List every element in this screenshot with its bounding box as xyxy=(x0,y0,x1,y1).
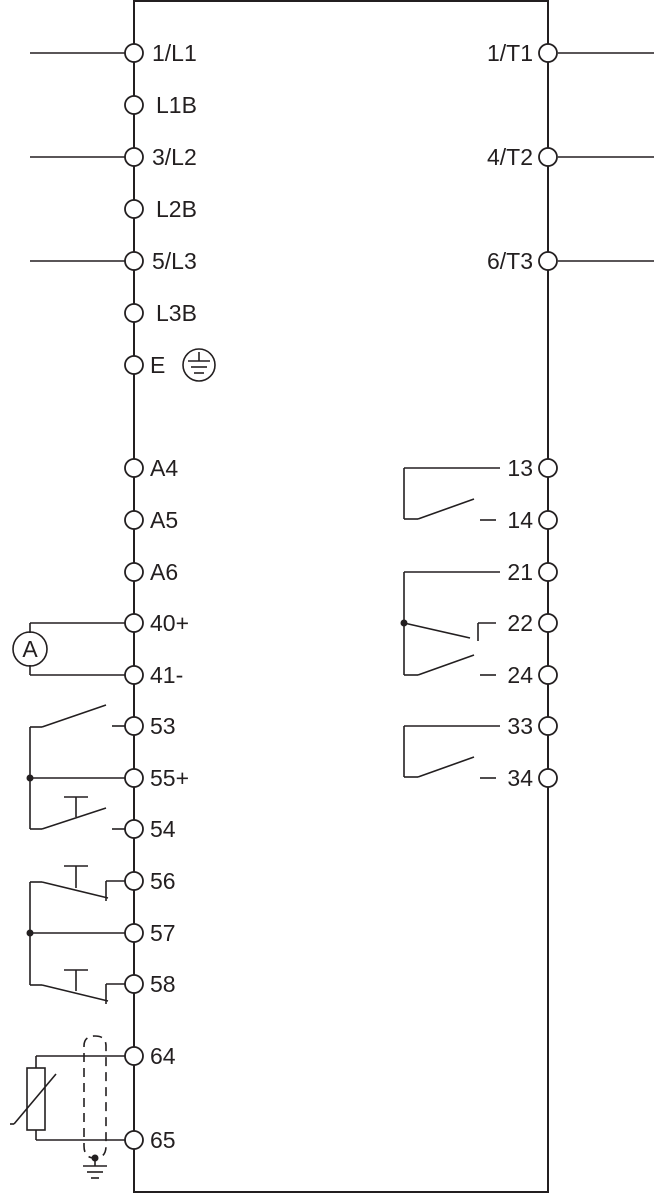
switch-group-53-55-54 xyxy=(26,704,125,830)
ground-icon xyxy=(83,1154,107,1179)
terminal-24: 24 xyxy=(507,662,558,688)
terminal-label-3-l2: 3/L2 xyxy=(152,144,197,170)
thermistor-icon xyxy=(10,1067,57,1131)
terminal-14: 14 xyxy=(507,507,558,533)
terminal-e: E xyxy=(124,348,216,382)
junction-dot xyxy=(400,619,408,627)
terminal-65: 65 xyxy=(124,1127,176,1153)
terminal-label-4-t2: 4/T2 xyxy=(487,144,533,170)
terminal-21: 21 xyxy=(507,559,558,585)
terminal-label-13: 13 xyxy=(507,455,533,481)
pushbutton-icon xyxy=(64,865,88,888)
terminal-label-55: 55+ xyxy=(150,765,189,791)
terminal-label-65: 65 xyxy=(150,1127,176,1153)
relay-contact-33-34 xyxy=(403,725,500,779)
terminal-41: 41- xyxy=(124,662,183,688)
terminal-label-1-l1: 1/L1 xyxy=(152,40,197,66)
terminal-label-a6: A6 xyxy=(150,559,178,585)
relay-contact-21-22-24 xyxy=(400,571,500,676)
terminal-54: 54 xyxy=(124,816,176,842)
ammeter-label: A xyxy=(22,636,38,662)
terminal-58: 58 xyxy=(124,971,176,997)
terminal-a5: A5 xyxy=(124,507,178,533)
terminal-label-l2b: L2B xyxy=(156,196,197,222)
supply-lines xyxy=(30,52,125,262)
terminal-l3b: L3B xyxy=(124,300,197,326)
terminal-3-l2: 3/L2 xyxy=(124,144,197,170)
terminal-label-58: 58 xyxy=(150,971,176,997)
protective-earth-icon xyxy=(182,348,216,382)
terminal-label-5-l3: 5/L3 xyxy=(152,248,197,274)
device-enclosure xyxy=(133,0,549,1193)
terminal-l1b: L1B xyxy=(124,92,197,118)
terminal-64: 64 xyxy=(124,1043,176,1069)
terminal-label-22: 22 xyxy=(507,610,533,636)
terminal-label-57: 57 xyxy=(150,920,176,946)
terminal-33: 33 xyxy=(507,713,558,739)
terminal-label-24: 24 xyxy=(507,662,533,688)
terminal-label-53: 53 xyxy=(150,713,176,739)
terminal-label-40: 40+ xyxy=(150,610,189,636)
terminal-label-e: E xyxy=(150,352,165,378)
switch-group-56-57-58 xyxy=(26,865,125,1004)
terminal-1-l1: 1/L1 xyxy=(124,40,197,66)
terminal-6-t3: 6/T3 xyxy=(487,248,558,274)
junction-dot xyxy=(26,929,34,937)
thermistor-circuit xyxy=(10,1035,125,1179)
terminal-label-1-t1: 1/T1 xyxy=(487,40,533,66)
terminal-22: 22 xyxy=(507,610,558,636)
terminal-label-a5: A5 xyxy=(150,507,178,533)
terminal-4-t2: 4/T2 xyxy=(487,144,558,170)
terminal-label-64: 64 xyxy=(150,1043,176,1069)
terminal-label-a4: A4 xyxy=(150,455,178,481)
terminal-57: 57 xyxy=(124,920,176,946)
terminal-l2b: L2B xyxy=(124,196,197,222)
terminal-label-l3b: L3B xyxy=(156,300,197,326)
relay-contact-13-14 xyxy=(403,467,500,521)
motor-lines xyxy=(558,52,654,262)
terminal-label-6-t3: 6/T3 xyxy=(487,248,533,274)
terminal-40: 40+ xyxy=(124,610,189,636)
pushbutton-icon xyxy=(64,796,88,817)
terminal-label-34: 34 xyxy=(507,765,533,791)
terminal-5-l3: 5/L3 xyxy=(124,248,197,274)
ammeter-icon xyxy=(12,631,48,667)
pushbutton-icon xyxy=(64,969,88,991)
terminal-56: 56 xyxy=(124,868,176,894)
terminal-34: 34 xyxy=(507,765,558,791)
terminal-label-41: 41- xyxy=(150,662,183,688)
terminal-label-33: 33 xyxy=(507,713,533,739)
terminal-a6: A6 xyxy=(124,559,178,585)
terminal-55: 55+ xyxy=(124,765,189,791)
terminal-1-t1: 1/T1 xyxy=(487,40,558,66)
junction-dot xyxy=(26,774,34,782)
ammeter: A xyxy=(12,622,125,676)
terminal-label-56: 56 xyxy=(150,868,176,894)
terminal-label-l1b: L1B xyxy=(156,92,197,118)
terminal-13: 13 xyxy=(507,455,558,481)
terminal-label-54: 54 xyxy=(150,816,176,842)
terminal-a4: A4 xyxy=(124,455,178,481)
terminal-label-21: 21 xyxy=(507,559,533,585)
terminal-53: 53 xyxy=(124,713,176,739)
terminal-label-14: 14 xyxy=(507,507,533,533)
